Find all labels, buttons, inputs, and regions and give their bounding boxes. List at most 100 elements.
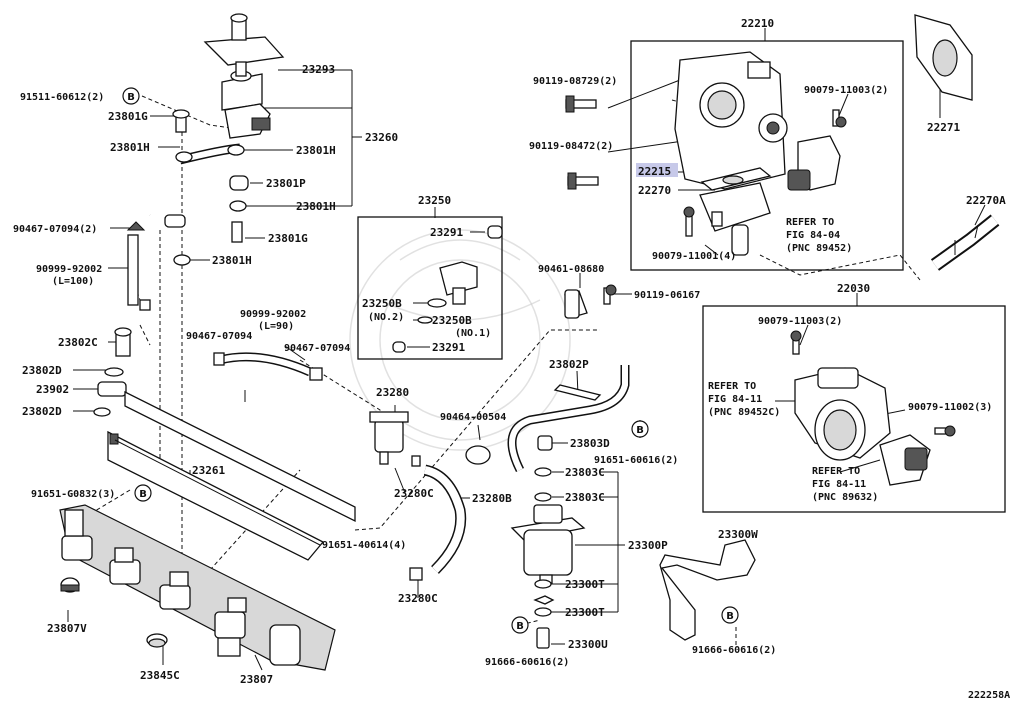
filter-bracket bbox=[659, 539, 756, 641]
svg-text:B: B bbox=[139, 489, 147, 500]
label-91666-a: 91666-60616(2) bbox=[485, 657, 569, 668]
label-23300T-a: 23300T bbox=[565, 578, 605, 591]
label-23807V: 23807V bbox=[47, 622, 87, 635]
label-90461: 90461-08680 bbox=[538, 264, 604, 275]
label-23250: 23250 bbox=[418, 194, 451, 207]
label-23803D: 23803D bbox=[570, 437, 610, 450]
label-23250B-1: 23250B bbox=[362, 297, 402, 310]
label-23802D-a: 23802D bbox=[22, 364, 62, 377]
watermark-emblem bbox=[349, 229, 571, 451]
small-fittings-left bbox=[126, 109, 249, 266]
bolts-throttle bbox=[565, 95, 847, 237]
refer3-line2: FIG 84-11 bbox=[812, 479, 866, 490]
vsv-valve bbox=[369, 411, 421, 467]
b-markers: B B B B B bbox=[122, 87, 739, 634]
fuel-filter bbox=[510, 504, 586, 649]
label-23261: 23261 bbox=[192, 464, 225, 477]
label-90119-a: 90119-08729(2) bbox=[533, 76, 617, 87]
svg-text:B: B bbox=[127, 92, 135, 103]
fuel-line-filter-side bbox=[465, 287, 630, 502]
label-23280: 23280 bbox=[376, 386, 409, 399]
label-23280C-b: 23280C bbox=[398, 592, 438, 605]
refer1-line1: REFER TO bbox=[786, 217, 834, 228]
diagram-code: 222258A bbox=[968, 690, 1010, 701]
label-90119-b: 90119-08472(2) bbox=[529, 141, 613, 152]
label-22270A: 22270A bbox=[966, 194, 1006, 207]
label-90999-b: 90999-92002 bbox=[240, 309, 306, 320]
label-23802P: 23802P bbox=[549, 358, 589, 371]
fuel-rail bbox=[107, 390, 356, 561]
label-90079-d: 90079-11002(3) bbox=[908, 402, 992, 413]
label-90079-b: 90079-11001(4) bbox=[652, 251, 736, 262]
label-23250B-2n: (NO.1) bbox=[455, 328, 491, 339]
gasket-22271 bbox=[914, 14, 973, 101]
part-labels: 22210 22271 22270A 22215 22270 22030 232… bbox=[13, 17, 1010, 701]
throttle-assy-box bbox=[702, 305, 1006, 513]
label-23802D-b: 23802D bbox=[22, 405, 62, 418]
label-90467-a: 90467-07094(2) bbox=[13, 224, 97, 235]
pulsation-damper-parts bbox=[93, 327, 132, 417]
label-90467-c: 90467-07094 bbox=[284, 343, 350, 354]
label-23802C: 23802C bbox=[58, 336, 98, 349]
vacuum-hose-left bbox=[127, 234, 151, 311]
label-23293: 23293 bbox=[302, 63, 335, 76]
label-91511: 91511-60612(2) bbox=[20, 92, 104, 103]
label-23801H-d: 23801H bbox=[212, 254, 252, 267]
svg-text:B: B bbox=[636, 425, 644, 436]
fuel-hose-middle bbox=[409, 464, 467, 581]
injector-kit bbox=[392, 225, 503, 353]
label-23902: 23902 bbox=[36, 383, 69, 396]
throttle-assembly-22030 bbox=[564, 284, 956, 486]
label-23300P: 23300P bbox=[628, 539, 668, 552]
label-23801H-b: 23801H bbox=[296, 144, 336, 157]
label-22271: 22271 bbox=[927, 121, 960, 134]
label-91651-c: 91651-60616(2) bbox=[594, 455, 678, 466]
hose-22270A bbox=[930, 214, 1000, 271]
label-23300T-b: 23300T bbox=[565, 606, 605, 619]
throttle-body-box bbox=[630, 40, 904, 271]
label-23280B: 23280B bbox=[472, 492, 512, 505]
highlight-22215 bbox=[636, 163, 678, 177]
refer2-line2: FIG 84-11 bbox=[708, 394, 762, 405]
label-22210: 22210 bbox=[741, 17, 774, 30]
injector-kit-box bbox=[357, 216, 503, 360]
label-23803C-a: 23803C bbox=[565, 466, 605, 479]
label-23801H-a: 23801H bbox=[110, 141, 150, 154]
label-90999-a-len: (L=100) bbox=[52, 276, 94, 287]
label-90079-a: 90079-11003(2) bbox=[804, 85, 888, 96]
injector-assembly bbox=[59, 504, 336, 671]
label-90119-c: 90119-06167 bbox=[634, 290, 700, 301]
label-23300U: 23300U bbox=[568, 638, 608, 651]
refer1-line2: FIG 84-04 bbox=[786, 230, 840, 241]
refer3-line3: (PNC 89632) bbox=[812, 492, 878, 503]
label-90999-a: 90999-92002 bbox=[36, 264, 102, 275]
label-23803C-b: 23803C bbox=[565, 491, 605, 504]
label-90999-b-len: (L=90) bbox=[258, 321, 294, 332]
label-23250B-2: 23250B bbox=[432, 314, 472, 327]
refer2-line3: (PNC 89452C) bbox=[708, 407, 780, 418]
label-23801G-a: 23801G bbox=[108, 110, 148, 123]
label-23801H-c: 23801H bbox=[296, 200, 336, 213]
pressure-damper-bracket bbox=[203, 13, 285, 139]
label-23280C-a: 23280C bbox=[394, 487, 434, 500]
refer1-line3: (PNC 89452) bbox=[786, 243, 852, 254]
label-23807: 23807 bbox=[240, 673, 273, 686]
gasket-22215 bbox=[700, 167, 772, 191]
refer3-line1: REFER TO bbox=[812, 466, 860, 477]
label-22215: 22215 bbox=[638, 165, 671, 178]
refer2-line1: REFER TO bbox=[708, 381, 756, 392]
idle-air-valve-22270 bbox=[699, 182, 771, 256]
label-22030: 22030 bbox=[837, 282, 870, 295]
vacuum-hose-middle bbox=[213, 352, 323, 381]
label-23291-a: 23291 bbox=[430, 226, 463, 239]
label-23845C: 23845C bbox=[140, 669, 180, 682]
label-90079-c: 90079-11003(2) bbox=[758, 316, 842, 327]
injector-caps bbox=[60, 577, 168, 648]
label-91651-a: 91651-G0832(3) bbox=[31, 489, 115, 500]
label-23250B-1n: (NO.2) bbox=[368, 312, 404, 323]
label-22270: 22270 bbox=[638, 184, 671, 197]
svg-text:B: B bbox=[516, 621, 524, 632]
label-23260: 23260 bbox=[365, 131, 398, 144]
